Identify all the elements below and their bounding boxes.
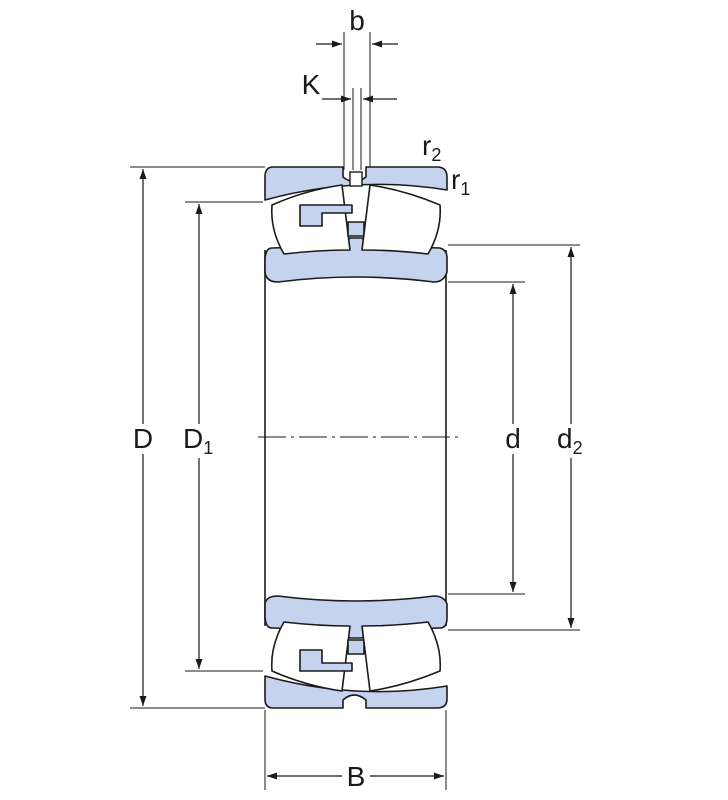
cage-bottom [299,649,353,672]
label-d: d [505,423,521,454]
label-b: b [349,5,365,36]
label-D1: D1 [183,423,213,458]
roller-right-bottom [361,621,442,692]
bearing-body-outline [264,250,447,626]
label-d2: d2 [557,423,583,458]
cage-top [299,204,353,227]
bottom-cross-section [264,595,448,709]
label-r2: r2 [422,130,441,165]
label-r1: r1 [451,164,470,199]
dimension-lines [139,40,575,780]
roller-right-top [361,184,442,255]
guide-ring-top [347,221,365,237]
label-K: K [302,69,321,100]
top-cross-section [264,166,448,283]
label-D: D [133,423,153,454]
label-B: B [347,761,366,792]
lubrication-hole [349,171,363,187]
extension-lines [130,32,580,790]
outer-ring-bottom [264,675,448,709]
guide-ring-bottom [347,639,365,655]
